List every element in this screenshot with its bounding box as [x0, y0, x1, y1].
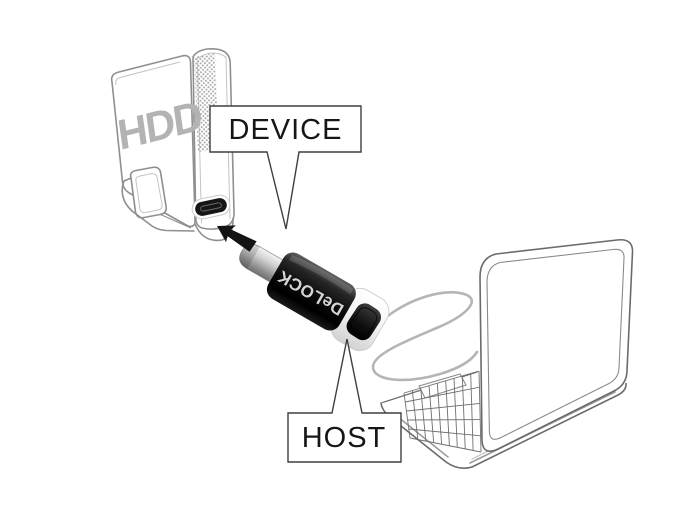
hdd-enclosure: HDD [110, 48, 235, 242]
stand-plate [129, 166, 168, 219]
adapter-body-gloss [289, 254, 354, 295]
usb-cable-squiggle [371, 290, 479, 382]
device-callout-bubble [209, 105, 362, 230]
usb-c-plug-tip-shade [239, 244, 260, 269]
laptop-lid-inner [486, 248, 625, 440]
host-callout: HOST [287, 338, 402, 463]
arrow-shape [217, 225, 257, 252]
stand-base [121, 177, 195, 232]
host-callout-bubble [287, 338, 402, 463]
micro-usb-opening-inner [350, 306, 378, 337]
hdd-side-face-inner-line [115, 61, 181, 86]
stand-base-edge [160, 213, 192, 229]
laptop-lid-outer [479, 238, 634, 452]
hdd-stand [121, 166, 195, 232]
insertion-arrow-icon [217, 225, 257, 252]
device-callout-label: DEVICE [229, 114, 343, 146]
host-callout-label: HOST [302, 422, 387, 454]
stand-plate-inner [135, 173, 163, 214]
usb-c-port-tongue [200, 202, 222, 212]
laptop [380, 238, 634, 469]
keyboard [403, 370, 482, 453]
device-callout: DEVICE [209, 105, 362, 230]
usb-c-port [191, 194, 231, 220]
micro-usb-opening [346, 303, 382, 341]
adapter-body [266, 252, 356, 331]
laptop-front-edge-stripe [392, 412, 449, 458]
